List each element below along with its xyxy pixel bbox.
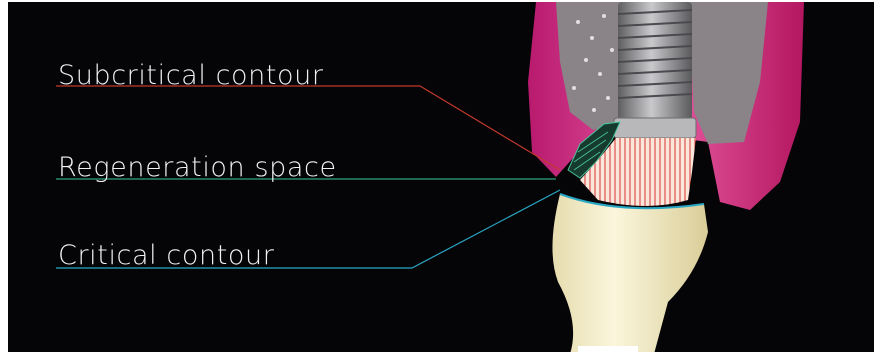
regeneration-space-label: Regeneration space <box>58 154 337 181</box>
implant-collar <box>614 118 696 138</box>
crown <box>552 194 708 352</box>
subcritical-contour-label: Subcritical contour <box>58 62 324 89</box>
critical-contour-label: Critical contour <box>58 242 274 269</box>
diagram-frame: Subcritical contour Regeneration space C… <box>8 2 874 352</box>
